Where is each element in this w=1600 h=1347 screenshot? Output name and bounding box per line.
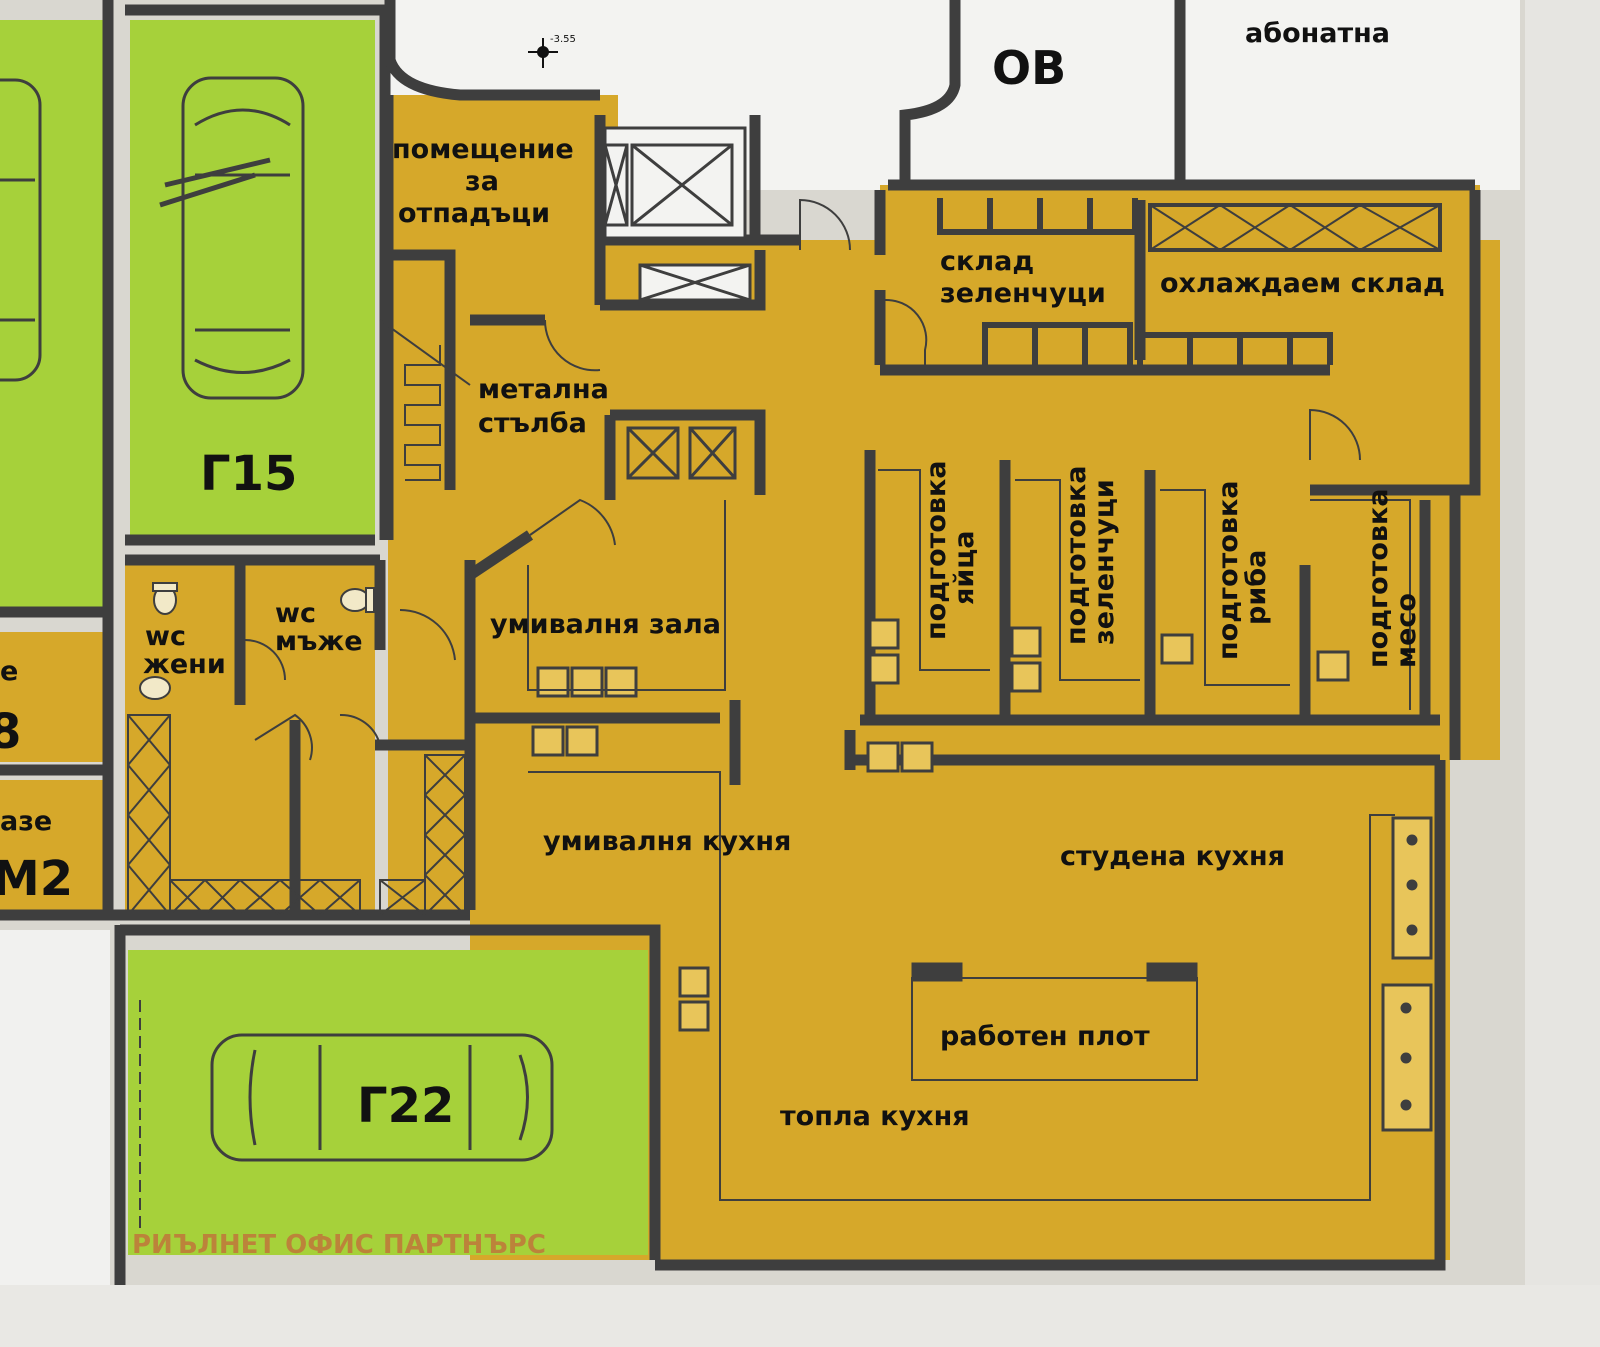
- wc-hatching: [127, 714, 466, 916]
- elevation-text: -3.55: [550, 34, 576, 45]
- walls: [0, 0, 1481, 1285]
- label-prep-veg-1: подготовка: [1061, 466, 1092, 646]
- label-work-top: работен плот: [940, 1021, 1150, 1052]
- label-left-m2: М2: [0, 851, 73, 907]
- staircase: [379, 319, 471, 481]
- label-hot-kitchen: топла кухня: [780, 1101, 970, 1132]
- label-veg-store-1: склад: [940, 246, 1034, 277]
- car-left-partial: [0, 78, 42, 382]
- garage-areas: [0, 20, 648, 1255]
- label-veg-store-2: зеленчуци: [940, 278, 1106, 309]
- label-waste-2: за: [465, 166, 499, 197]
- label-g15: Г15: [200, 446, 297, 502]
- label-wc-men-2: мъже: [275, 626, 363, 657]
- label-ov: ОВ: [992, 41, 1066, 95]
- label-prep-meat-2: месо: [1391, 593, 1422, 668]
- watermark: РИЪЛНЕТ ОФИС ПАРТНЪРС: [132, 1230, 546, 1260]
- labels: ОВ абонатна помещение за отпадъци склад …: [0, 18, 1445, 1260]
- car-g22: [139, 1000, 554, 1230]
- label-g22: Г22: [357, 1078, 454, 1134]
- doors: [244, 198, 1361, 761]
- label-prep-fish-2: риба: [1241, 550, 1272, 625]
- label-stair-2: стълба: [478, 408, 587, 439]
- label-wc-women-2: жени: [143, 649, 226, 680]
- prep-counters: [527, 469, 1411, 1201]
- label-abonatna: абонатна: [1245, 18, 1390, 49]
- label-prep-eggs-2: яйца: [949, 531, 980, 606]
- left-white-area: [0, 930, 110, 1285]
- label-left-8: 8: [0, 704, 21, 760]
- toilets: [139, 582, 375, 700]
- elevation-marker: [528, 38, 558, 68]
- label-stair-1: метална: [478, 374, 609, 405]
- label-prep-veg-2: зеленчуци: [1089, 479, 1120, 645]
- stoves: [1381, 816, 1433, 1132]
- label-prep-fish-1: подготовка: [1213, 481, 1244, 661]
- label-left-e: е: [0, 656, 18, 687]
- label-prep-eggs-1: подготовка: [921, 461, 952, 641]
- label-wash-hall: умивалня зала: [490, 609, 721, 640]
- elevator-shafts: [603, 126, 752, 480]
- label-wash-kitchen: умивалня кухня: [543, 826, 791, 857]
- label-waste-3: отпадъци: [398, 198, 550, 229]
- storage-shelves: [937, 198, 1442, 365]
- work-table: [911, 962, 1198, 1081]
- bottom-margin: [0, 1285, 1600, 1347]
- label-left-aze: азе: [0, 806, 52, 837]
- car-g15: [159, 76, 305, 400]
- label-cold-kitchen: студена кухня: [1060, 841, 1285, 872]
- sinks: [531, 618, 1350, 1032]
- label-wc-men-1: wc: [275, 598, 316, 629]
- label-cold-store: охлаждаем склад: [1160, 268, 1445, 299]
- label-wc-women-1: wc: [145, 621, 186, 652]
- label-prep-meat-1: подготовка: [1363, 489, 1394, 669]
- right-margin: [1525, 0, 1600, 1347]
- label-waste-1: помещение: [392, 134, 574, 165]
